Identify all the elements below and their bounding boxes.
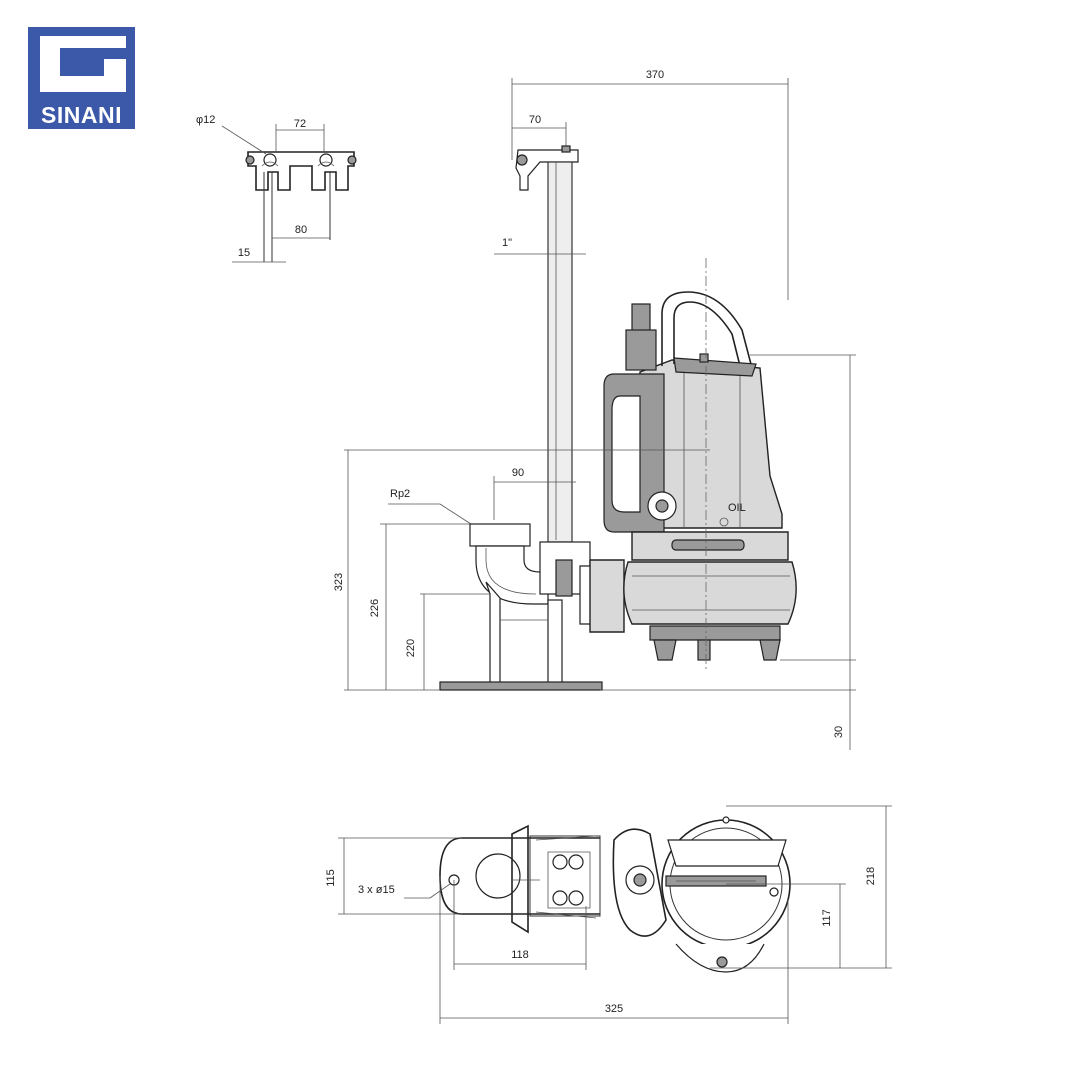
logo-text: SINANI: [41, 102, 122, 128]
total-length-label: 325: [605, 1003, 623, 1015]
plan-view: 115 3 x ø15 118 325 117 218: [325, 805, 892, 1024]
oil-label: OIL: [728, 502, 746, 514]
bracket-hole-label: φ12: [196, 114, 215, 126]
base-clearance-label: 30: [833, 726, 845, 738]
center-offset-label: 117: [821, 909, 833, 927]
hole-spacing-label: 118: [511, 949, 529, 961]
sinani-logo: SINANI: [28, 27, 135, 129]
guide-offset-label: 70: [529, 114, 541, 126]
flange-height-label: 220: [405, 639, 417, 657]
overall-width-label: 370: [646, 69, 664, 81]
total-width-label: 218: [865, 867, 877, 885]
bracket-offset-label: 15: [238, 247, 250, 259]
guide-pipe-label: 1": [502, 237, 512, 249]
bracket-width-80-label: 80: [295, 224, 307, 236]
outlet-height-label: 226: [369, 599, 381, 617]
side-view: 370 70 1" 90 Rp2: [333, 69, 856, 750]
holes-label: 3 x ø15: [358, 884, 395, 896]
discharge-offset-label: 90: [512, 467, 524, 479]
outlet-thread-label: Rp2: [390, 488, 410, 500]
bracket-width-72-label: 72: [294, 118, 306, 130]
total-height-label: 323: [333, 573, 345, 591]
rail-bracket-detail: 72 φ12 80 15: [196, 114, 357, 263]
plan-width-label: 115: [325, 869, 337, 887]
